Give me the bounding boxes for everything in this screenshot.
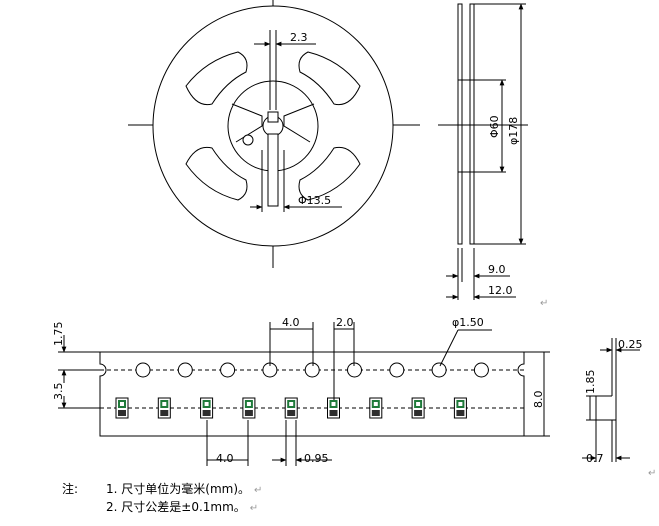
note-line-1: 1. 尺寸单位为毫米(mm)。↵ — [106, 480, 262, 497]
note-line-2: 2. 尺寸公差是±0.1mm。↵ — [106, 498, 258, 515]
reel-side-view — [438, 3, 528, 300]
reel-window-1 — [185, 51, 248, 106]
return-mark-2: ↵ — [648, 468, 656, 479]
return-mark-4: ↵ — [249, 503, 259, 514]
dim-hole-dia-1-50: φ1.50 — [452, 316, 484, 329]
sprocket-hole — [177, 362, 193, 378]
return-mark-1: ↵ — [540, 298, 548, 309]
reel-front-view — [128, 0, 420, 268]
hub-spoke-right — [283, 103, 315, 143]
component-pocket — [411, 397, 425, 419]
dim-edge-1-75: 1.75 — [52, 322, 65, 347]
component-pocket — [327, 397, 340, 419]
reel-window-2 — [185, 146, 248, 201]
reel-window-3 — [298, 51, 361, 106]
dim-hub-13-5: Φ13.5 — [298, 194, 331, 207]
tape-dimension-lines — [61, 322, 545, 466]
dim-hole-pitch-4-0: 4.0 — [282, 316, 300, 329]
component-pocket — [453, 397, 467, 419]
dim-reel-178: φ178 — [507, 117, 520, 145]
notes-label: 注: — [62, 482, 79, 496]
note-line-1-text: 1. 尺寸单位为毫米(mm)。 — [106, 482, 251, 496]
dim-hole-pocket-2-0: 2.0 — [336, 316, 354, 329]
dim-pocket-depth-1-85: 1.85 — [584, 370, 597, 395]
dim-pocket-pitch-4-0: 4.0 — [216, 452, 234, 465]
sprocket-hole — [220, 362, 236, 378]
dim-width-9-0: 9.0 — [488, 263, 506, 276]
dim-pocket-side-0-7: 0.7 — [586, 452, 604, 465]
sprocket-hole — [135, 362, 151, 378]
dim-slot-2-3: 2.3 — [290, 31, 308, 44]
dim-width-12-0: 12.0 — [488, 284, 513, 297]
component-pocket — [284, 397, 298, 419]
reel-slot — [267, 133, 279, 207]
sprocket-hole — [473, 362, 489, 378]
return-mark-3: ↵ — [254, 485, 263, 496]
reel-flange-left — [457, 3, 463, 245]
dim-holes-3-5: 3.5 — [52, 383, 65, 401]
tape-side-section — [582, 338, 640, 462]
dim-thickness-0-25: 0.25 — [618, 338, 643, 351]
dim-pocket-width-0-95: 0.95 — [304, 452, 329, 465]
component-pocket — [157, 397, 171, 419]
reel-window-4 — [298, 146, 361, 201]
reel-flange-right — [469, 3, 475, 245]
component-pocket — [115, 397, 129, 419]
component-pocket — [200, 397, 214, 419]
note-line-2-text: 2. 尺寸公差是±0.1mm。 — [106, 500, 246, 514]
dim-hub-60: Φ60 — [488, 115, 501, 138]
component-pocket — [369, 397, 383, 419]
sprocket-hole — [431, 362, 447, 378]
component-pocket — [242, 397, 256, 419]
sprocket-hole — [304, 362, 320, 378]
sprocket-holes — [135, 362, 489, 378]
dim-tape-width-8-0: 8.0 — [532, 391, 545, 409]
component-pockets — [115, 397, 467, 419]
sprocket-hole — [389, 362, 405, 378]
hub-spoke-left — [231, 103, 263, 143]
